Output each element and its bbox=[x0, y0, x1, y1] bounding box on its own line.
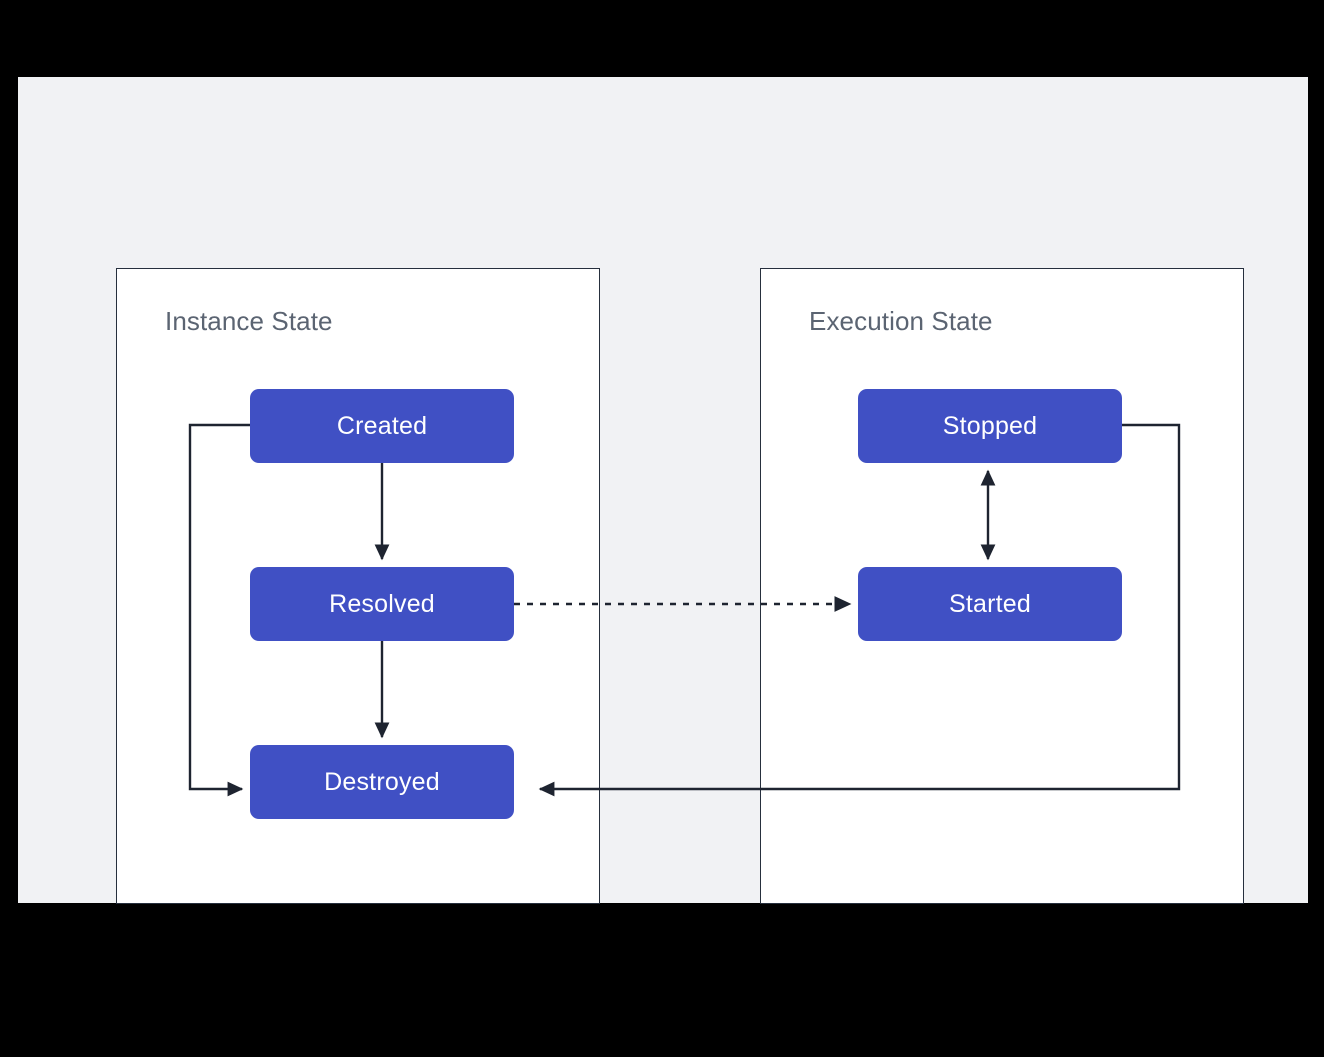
state-node-resolved[interactable]: Resolved bbox=[250, 567, 514, 641]
state-node-created-label: Created bbox=[336, 411, 428, 440]
panel-instance-state-title: Instance State bbox=[165, 306, 333, 336]
state-node-started-label: Started bbox=[948, 589, 1031, 618]
state-node-started[interactable]: Started bbox=[858, 567, 1122, 641]
state-node-stopped-label: Stopped bbox=[942, 411, 1038, 440]
diagram-root: Instance State Execution State bbox=[18, 77, 1308, 904]
state-node-stopped[interactable]: Stopped bbox=[858, 389, 1122, 463]
state-node-destroyed[interactable]: Destroyed bbox=[250, 745, 514, 819]
state-node-destroyed-label: Destroyed bbox=[324, 767, 440, 796]
panel-execution-state-title: Execution State bbox=[809, 306, 993, 336]
diagram-canvas: Instance State Execution State bbox=[18, 77, 1308, 904]
state-node-resolved-label: Resolved bbox=[329, 589, 435, 618]
state-node-created[interactable]: Created bbox=[250, 389, 514, 463]
